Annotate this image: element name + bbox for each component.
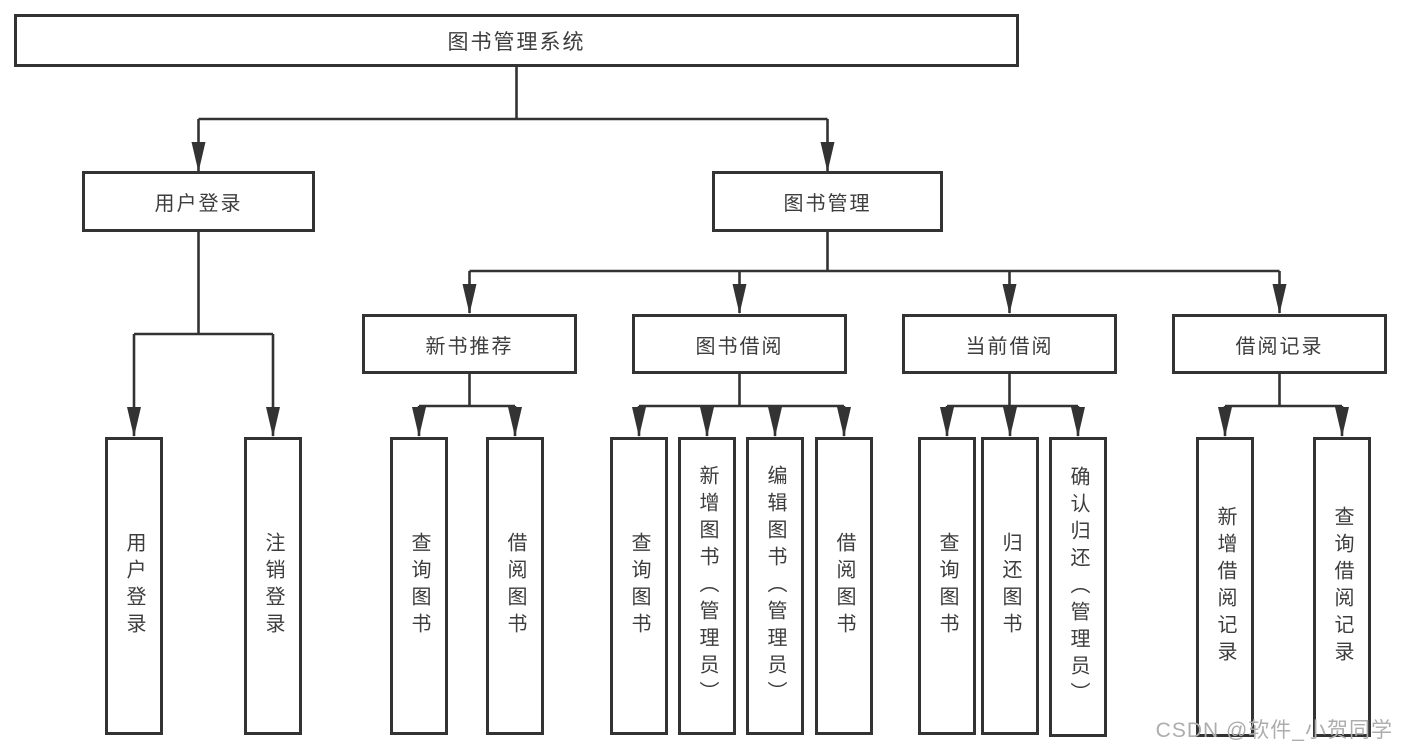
leaf-logout: 注销登录 — [244, 437, 302, 735]
node-label: 当前借阅 — [965, 335, 1054, 358]
node-label: 新书推荐 — [425, 335, 514, 358]
leaf-label: 借阅图书 — [504, 532, 526, 640]
node-user-login: 用户登录 — [82, 171, 315, 232]
leaf-query-books-current: 查询图书 — [918, 437, 976, 735]
leaf-label: 归还图书 — [999, 532, 1021, 640]
leaf-label: 新增图书（管理员） — [696, 464, 718, 708]
leaf-borrow-books: 借阅图书 — [815, 437, 873, 735]
leaf-label: 查询图书 — [628, 532, 650, 640]
leaf-label: 查询借阅记录 — [1331, 506, 1353, 668]
leaf-user-login: 用户登录 — [105, 437, 163, 735]
node-label: 图书管理系统 — [447, 30, 586, 54]
node-label: 图书管理 — [783, 193, 872, 215]
leaf-label: 编辑图书（管理员） — [764, 464, 786, 708]
leaf-query-books-recommend: 查询图书 — [390, 437, 448, 735]
leaf-return-books: 归还图书 — [981, 437, 1039, 735]
node-label: 图书借阅 — [695, 335, 784, 358]
leaf-label: 用户登录 — [123, 532, 145, 640]
leaf-label: 查询图书 — [936, 532, 958, 640]
node-new-book-recommendation: 新书推荐 — [362, 314, 577, 374]
node-label: 借阅记录 — [1235, 335, 1324, 358]
leaf-add-books-admin: 新增图书（管理员） — [678, 437, 736, 735]
leaf-label: 确认归还（管理员） — [1067, 465, 1089, 709]
node-label: 用户登录 — [154, 193, 243, 215]
node-library-management-system: 图书管理系统 — [14, 14, 1019, 67]
leaf-query-books-borrow: 查询图书 — [610, 437, 668, 735]
node-book-management: 图书管理 — [712, 171, 943, 232]
node-book-borrowing: 图书借阅 — [632, 314, 847, 374]
leaf-add-borrow-record: 新增借阅记录 — [1196, 437, 1254, 737]
leaf-query-borrow-record: 查询借阅记录 — [1313, 437, 1371, 737]
leaf-confirm-return-admin: 确认归还（管理员） — [1049, 437, 1107, 737]
leaf-label: 新增借阅记录 — [1214, 506, 1236, 668]
leaf-label: 借阅图书 — [833, 532, 855, 640]
csdn-watermark: CSDN @软件_小贺同学 — [1155, 719, 1393, 742]
node-current-borrowing: 当前借阅 — [902, 314, 1117, 374]
leaf-edit-books-admin: 编辑图书（管理员） — [746, 437, 804, 735]
node-borrowing-records: 借阅记录 — [1172, 314, 1387, 374]
leaf-borrow-books-recommend: 借阅图书 — [486, 437, 544, 735]
leaf-label: 注销登录 — [262, 532, 284, 640]
leaf-label: 查询图书 — [408, 532, 430, 640]
